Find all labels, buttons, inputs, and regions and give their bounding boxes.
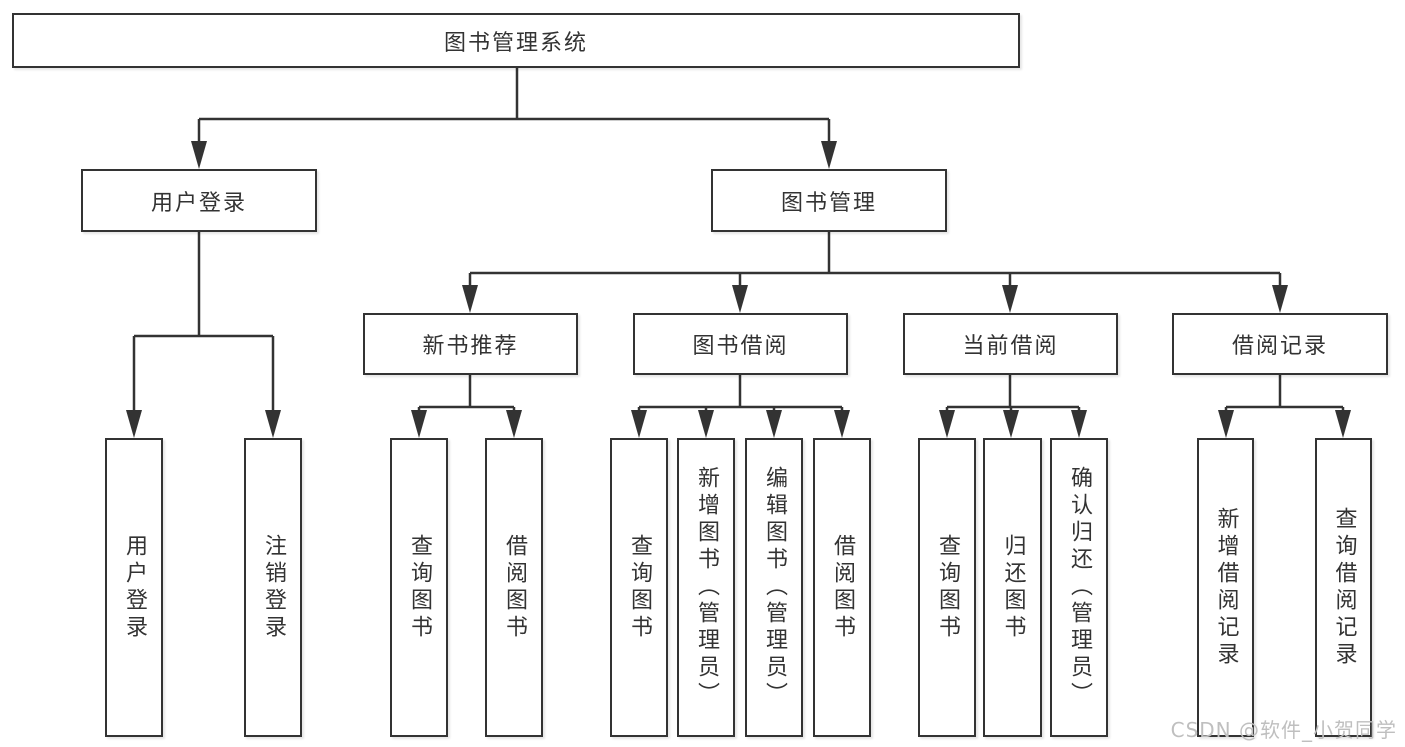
node-book-borrowing: 图书借阅 [633, 313, 848, 375]
leaf-query-books-current: 查询图书 [918, 438, 976, 737]
node-current-borrowing-label: 当前借阅 [962, 334, 1059, 359]
connector-current-borrow-to-leaves [939, 375, 1087, 438]
leaf-borrow-books-recommend: 借阅图书 [485, 438, 543, 737]
node-borrowing-records-label: 借阅记录 [1231, 334, 1328, 359]
leaf-confirm-return-admin: 确认归还（管理员） [1050, 438, 1108, 737]
node-book-management: 图书管理 [711, 169, 947, 232]
leaf-query-books-recommend: 查询图书 [390, 438, 448, 737]
leaf-query-books-borrowing: 查询图书 [610, 438, 668, 737]
node-borrowing-records: 借阅记录 [1172, 313, 1388, 375]
connector-root-to-level2 [191, 68, 837, 169]
node-user-login: 用户登录 [81, 169, 317, 232]
leaf-borrow-books-recommend-label: 借阅图书 [502, 533, 527, 642]
node-book-borrowing-label: 图书借阅 [692, 334, 789, 359]
connector-book-mgmt-to-level3 [462, 232, 1288, 313]
leaf-confirm-return-admin-label: 确认归还（管理员） [1067, 466, 1092, 709]
leaf-borrow-books: 借阅图书 [813, 438, 871, 737]
leaf-edit-books-admin: 编辑图书（管理员） [745, 438, 803, 737]
leaf-add-books-admin: 新增图书（管理员） [677, 438, 735, 737]
leaf-borrow-books-label: 借阅图书 [830, 533, 855, 642]
node-book-management-label: 图书管理 [780, 190, 877, 216]
leaf-query-books-current-label: 查询图书 [935, 533, 960, 642]
leaf-edit-books-admin-label: 编辑图书（管理员） [762, 466, 787, 709]
leaf-return-books-label: 归还图书 [1000, 533, 1026, 642]
leaf-add-borrow-record: 新增借阅记录 [1197, 438, 1254, 737]
node-user-login-label: 用户登录 [150, 190, 247, 216]
node-root-system: 图书管理系统 [12, 13, 1020, 68]
node-new-book-recommend-label: 新书推荐 [422, 334, 519, 359]
leaf-user-login: 用户登录 [105, 438, 163, 737]
leaf-query-borrow-record-label: 查询借阅记录 [1331, 506, 1357, 669]
connector-book-borrow-to-leaves [631, 375, 850, 438]
leaf-query-borrow-record: 查询借阅记录 [1315, 438, 1372, 737]
node-new-book-recommend: 新书推荐 [363, 313, 578, 375]
leaf-user-login-label: 用户登录 [122, 533, 147, 642]
leaf-add-borrow-record-label: 新增借阅记录 [1213, 506, 1239, 669]
node-root-label: 图书管理系统 [443, 30, 588, 56]
node-current-borrowing: 当前借阅 [903, 313, 1118, 375]
connector-user-login-to-leaves [126, 232, 281, 438]
leaf-logout-label: 注销登录 [261, 533, 286, 642]
connector-new-book-to-leaves [411, 375, 522, 438]
connector-borrow-records-to-leaves [1218, 375, 1351, 438]
leaf-add-books-admin-label: 新增图书（管理员） [694, 466, 719, 709]
leaf-logout: 注销登录 [244, 438, 302, 737]
watermark: CSDN @软件_小贺同学 [1170, 718, 1397, 742]
leaf-query-books-borrowing-label: 查询图书 [627, 533, 652, 642]
leaf-return-books: 归还图书 [983, 438, 1042, 737]
leaf-query-books-recommend-label: 查询图书 [407, 533, 432, 642]
